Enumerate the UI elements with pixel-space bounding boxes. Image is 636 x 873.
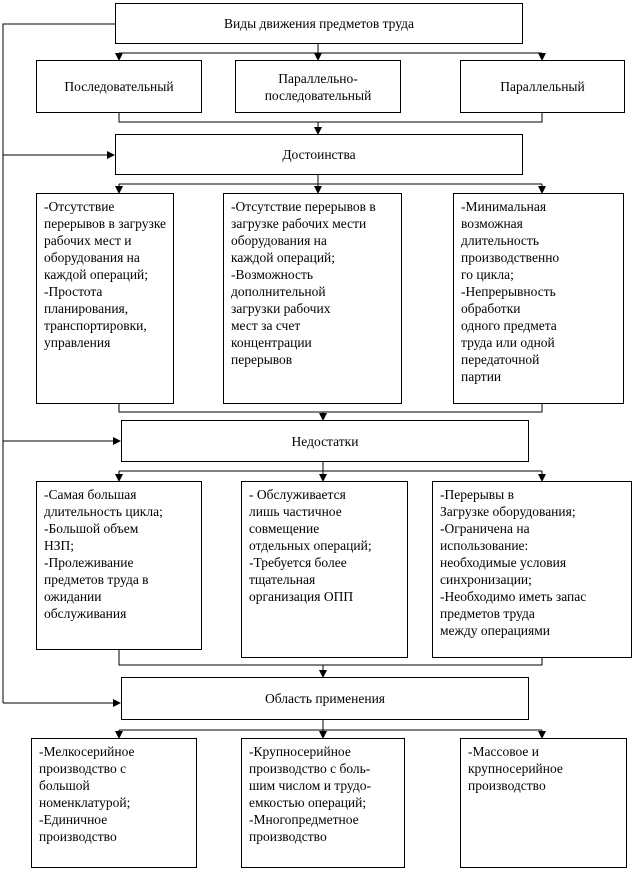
- advantage-line: обработки: [461, 301, 521, 316]
- application-line: шим числом и трудо-: [249, 778, 371, 793]
- advantage-box-parallel-sequential: -Отсутствие перерывов в загрузке рабочих …: [223, 193, 402, 404]
- advantage-line: -Отсутствие перерывов в: [231, 199, 376, 214]
- advantage-line: оборудования на: [231, 233, 327, 248]
- disadvantage-line: организация ОПП: [249, 589, 354, 604]
- advantage-line: партии: [461, 369, 502, 384]
- application-line: -Крупносерийное: [249, 744, 351, 759]
- type-box-sequential: Последовательный: [36, 60, 202, 113]
- disadvantage-line: длительность цикла;: [44, 504, 163, 519]
- disadvantage-box-sequential: -Самая большая длительность цикла; -Большо…: [36, 481, 202, 650]
- disadvantage-line: ожидании: [44, 589, 102, 604]
- disadvantage-line: необходимые условия: [440, 555, 567, 570]
- disadvantage-line: предметов труда в: [44, 572, 149, 587]
- types-collector-line: [118, 113, 543, 123]
- title-text: Виды движения предметов труда: [224, 16, 414, 31]
- applications-header-text: Область применения: [264, 691, 386, 706]
- disadvantage-box-parallel: -Перерывы в Загрузке оборудования; -Ограни…: [432, 481, 632, 658]
- advantage-line: концентрации: [231, 335, 312, 350]
- disadvantages-header-box: Недостатки: [121, 420, 529, 462]
- disadvantage-line: -Перерывы в: [440, 487, 514, 502]
- advantage-line: -Отсутствие: [44, 199, 115, 214]
- advantage-box-sequential: -Отсутствие перерывов в загрузке рабочих м…: [36, 193, 174, 404]
- application-line: номенклатурой;: [39, 795, 131, 810]
- type-label-line: последовательный: [264, 87, 372, 103]
- disadvantage-line: между операциями: [440, 623, 550, 638]
- advantages-collector-line: [118, 404, 543, 413]
- advantage-line: каждой операций;: [44, 267, 149, 282]
- disadvantage-line: - Обслуживается: [249, 487, 346, 502]
- application-line: производство: [249, 829, 327, 844]
- advantage-line: производственно: [461, 250, 560, 265]
- disadvantage-line: предметов труда: [440, 606, 535, 621]
- advantage-line: управления: [44, 335, 111, 350]
- type-label-sequential: Последовательный: [64, 79, 174, 94]
- application-line: -Единичное: [39, 812, 108, 827]
- application-line: -Мелкосерийное: [39, 744, 135, 759]
- disadvantages-collector-line: [118, 650, 543, 666]
- disadvantage-line: -Необходимо иметь запас: [440, 589, 587, 604]
- application-line: крупносерийное: [468, 761, 563, 776]
- application-line: -Многопредметное: [249, 812, 359, 827]
- advantage-line: перерывов в загрузке: [44, 216, 167, 231]
- advantage-line: дополнительной: [231, 284, 326, 299]
- disadvantage-line: Загрузке оборудования;: [440, 504, 576, 519]
- advantage-line: рабочих мест и: [44, 233, 132, 248]
- type-box-parallel: Параллельный: [460, 60, 625, 113]
- disadvantage-line: отдельных операций;: [249, 538, 372, 553]
- disadvantage-line: -Требуется более: [249, 555, 347, 570]
- disadvantage-line: совмещение: [249, 521, 320, 536]
- application-line: большой: [39, 778, 90, 793]
- advantage-line: транспортировки,: [44, 318, 147, 333]
- advantage-line: -Непрерывность: [461, 284, 556, 299]
- advantage-line: каждой операций;: [231, 250, 336, 265]
- advantage-line: труда или одной: [461, 335, 555, 350]
- application-box-parallel: -Массовое и крупносерийное производство: [460, 738, 627, 868]
- disadvantage-line: -Большой объем: [44, 521, 139, 536]
- applications-header-box: Область применения: [121, 677, 529, 720]
- advantage-line: мест за счет: [231, 318, 301, 333]
- advantage-line: -Минимальная: [461, 199, 547, 214]
- type-box-parallel-sequential: Параллельно- последовательный: [235, 60, 401, 113]
- disadvantage-line: использование:: [440, 538, 529, 553]
- application-line: производство: [468, 778, 546, 793]
- type-label-line: Параллельно-: [278, 70, 358, 86]
- advantage-line: длительность: [461, 233, 539, 248]
- advantages-header-text: Достоинства: [282, 147, 356, 162]
- application-line: производство с боль-: [249, 761, 371, 776]
- disadvantage-line: -Ограничена на: [440, 521, 530, 536]
- type-label-parallel: Параллельный: [500, 79, 585, 94]
- advantage-line: оборудования на: [44, 250, 140, 265]
- advantage-box-parallel: -Минимальная возможная длительность произво…: [453, 193, 624, 404]
- advantage-line: -Возможность: [231, 267, 314, 282]
- advantage-line: -Простота: [44, 284, 103, 299]
- advantage-line: загрузке рабочих мести: [231, 216, 367, 231]
- left-bracket-line: [2, 23, 115, 703]
- advantage-line: возможная: [461, 216, 523, 231]
- title-box: Виды движения предметов труда: [115, 3, 523, 44]
- advantages-header-box: Достоинства: [115, 134, 523, 175]
- advantage-line: передаточной: [461, 352, 540, 367]
- disadvantages-header-text: Недостатки: [291, 433, 359, 449]
- disadvantage-line: лишь частичное: [249, 504, 342, 519]
- advantage-line: загрузки рабочих: [231, 301, 331, 316]
- application-line: емкостью операций;: [249, 795, 367, 810]
- advantage-line: планирования,: [44, 301, 129, 316]
- disadvantage-line: -Пролеживание: [44, 555, 134, 570]
- disadvantage-line: НЗП;: [44, 538, 75, 553]
- advantage-line: перерывов: [231, 352, 293, 367]
- advantage-line: го цикла;: [461, 267, 514, 282]
- application-box-sequential: -Мелкосерийное производство с большой номен…: [31, 738, 197, 868]
- disadvantage-line: синхронизации;: [440, 572, 532, 587]
- advantage-line: одного предмета: [461, 318, 557, 333]
- application-line: производство: [39, 829, 117, 844]
- disadvantage-line: тщательная: [249, 572, 316, 587]
- disadvantage-line: -Самая большая: [44, 487, 137, 502]
- disadvantage-line: обслуживания: [44, 606, 127, 621]
- application-box-parallel-sequential: -Крупносерийное производство с боль-шим ч…: [241, 738, 405, 868]
- disadvantage-box-parallel-sequential: - Обслуживается лишь частичное совмещение о…: [241, 481, 408, 658]
- application-line: производство с: [39, 761, 127, 776]
- application-line: -Массовое и: [468, 744, 540, 759]
